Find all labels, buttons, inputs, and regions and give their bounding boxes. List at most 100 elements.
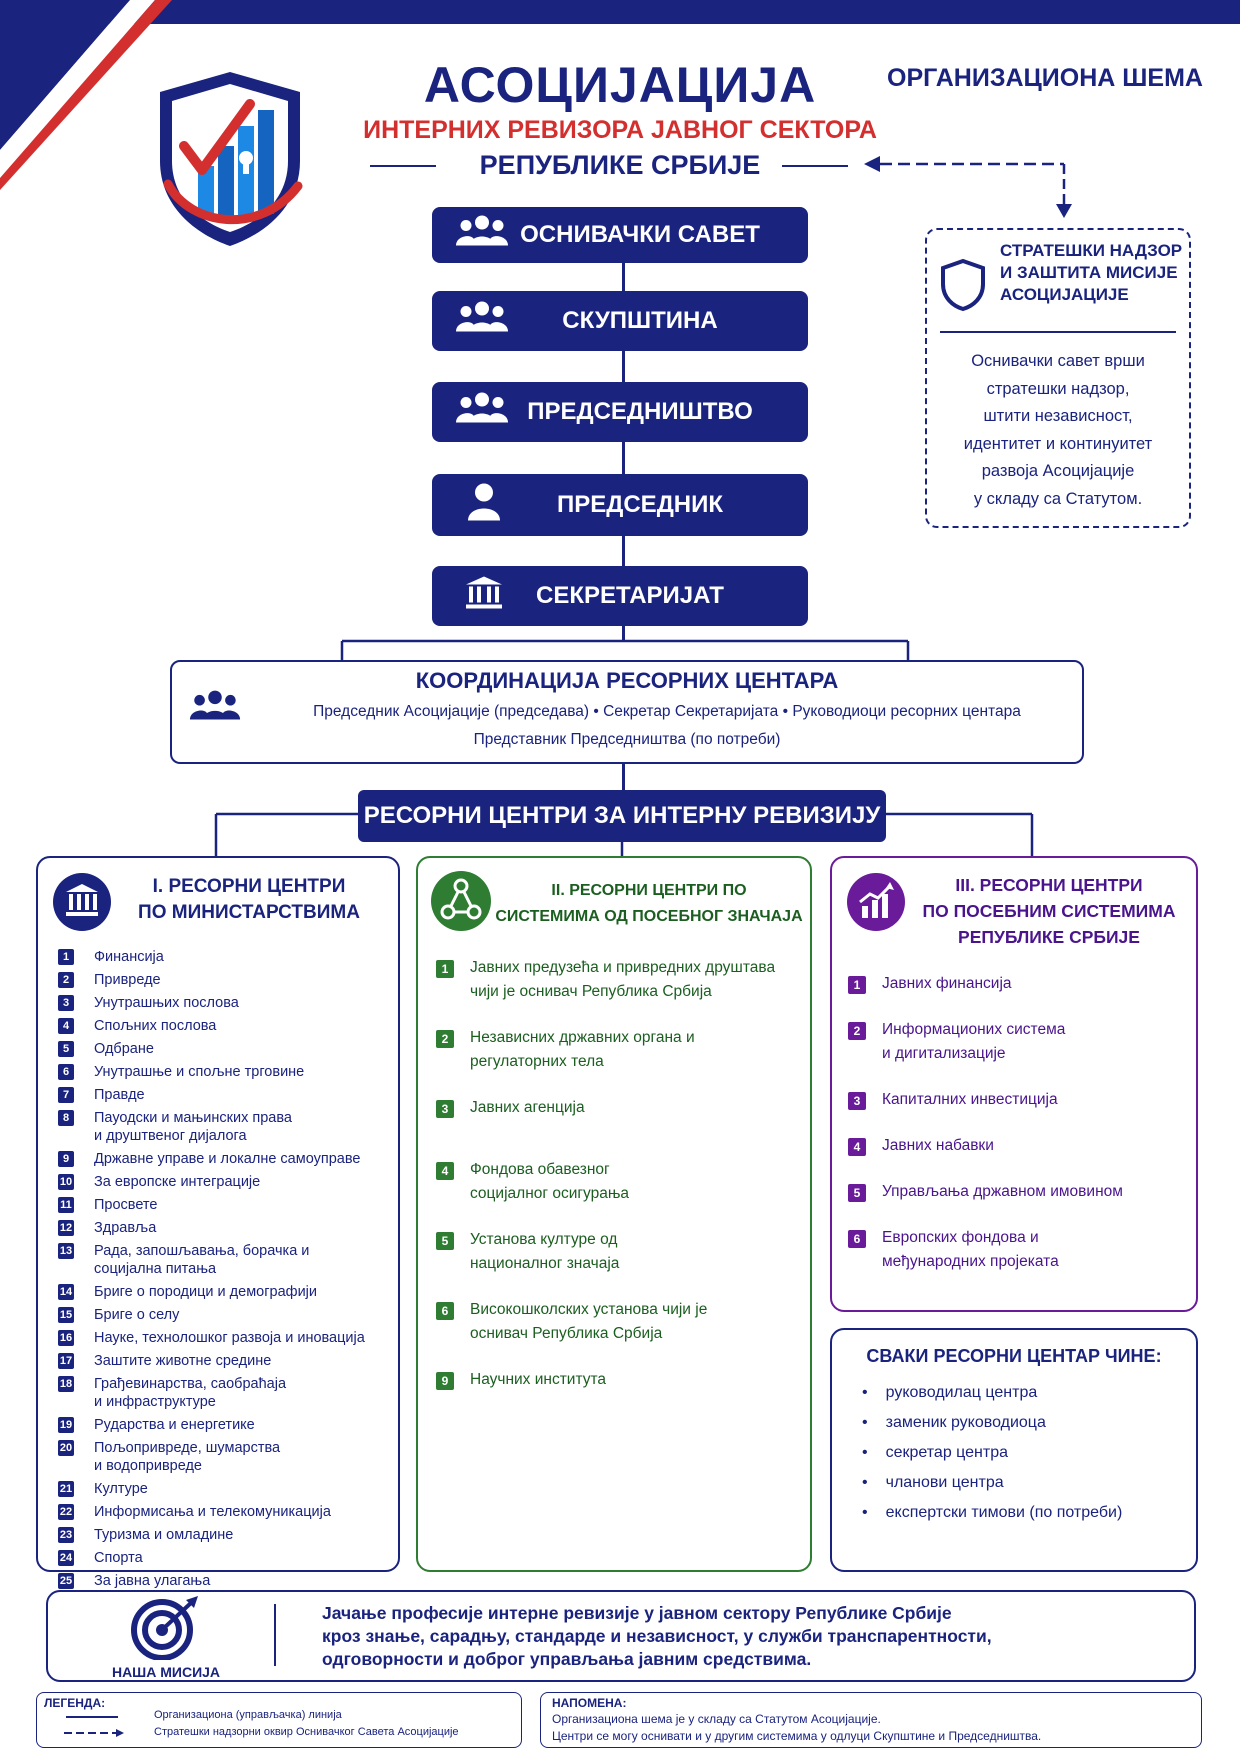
item-number-badge: 14 bbox=[58, 1284, 74, 1300]
item-number-badge: 5 bbox=[848, 1184, 866, 1202]
oversight-text-line: у складу са Статутом. bbox=[973, 489, 1143, 508]
item-label: Правде bbox=[94, 1086, 145, 1104]
oversight-text-line: Оснивачки савет врши bbox=[971, 352, 1145, 370]
item-label-line: социјалног осигурања bbox=[470, 1185, 630, 1202]
item-number-badge: 7 bbox=[58, 1087, 74, 1103]
column-title-line: I. РЕСОРНИ ЦЕНТРИ bbox=[152, 876, 346, 897]
item-label-line: Информационих система bbox=[882, 1021, 1066, 1038]
box-assembly[interactable]: СКУПШТИНА bbox=[432, 291, 808, 351]
member-label: чланови центра bbox=[885, 1474, 1004, 1491]
column-title-line: ПО МИНИСТАРСТВИМА bbox=[138, 902, 360, 923]
group-icon bbox=[454, 300, 510, 343]
oversight-text-line: развоја Асоцијације bbox=[981, 462, 1135, 480]
association-logo bbox=[160, 72, 303, 246]
item-label: Заштите животне средине bbox=[94, 1352, 271, 1370]
item-number-badge: 2 bbox=[848, 1022, 866, 1040]
note-line: Центри се могу оснивати и у другим систе… bbox=[552, 1729, 1042, 1743]
oversight-box bbox=[925, 228, 1191, 528]
column-republic-systems-title: III. РЕСОРНИ ЦЕНТРИ ПО ПОСЕБНИМ СИСТЕМИМ… bbox=[904, 872, 1194, 950]
item-number-badge: 1 bbox=[848, 976, 866, 994]
item-number-badge: 5 bbox=[436, 1232, 454, 1250]
group-icon bbox=[454, 391, 510, 434]
item-label-line: Просвете bbox=[94, 1197, 158, 1213]
item-label: Одбране bbox=[94, 1040, 154, 1058]
bullet-icon: • bbox=[862, 1504, 868, 1521]
item-label-line: Унутрашње и спољне трговине bbox=[94, 1064, 305, 1080]
item-label: Информисања и телекомуникација bbox=[94, 1503, 331, 1521]
coordination-line bbox=[622, 764, 625, 792]
item-label-line: Туризма и омладине bbox=[94, 1527, 234, 1543]
item-label-line: Пољопривреде, шумарства bbox=[94, 1440, 281, 1456]
column-title-line: ПО ПОСЕБНИМ СИСТЕМИМА bbox=[922, 901, 1176, 921]
box-secretariat[interactable]: СЕКРЕТАРИЈАТ bbox=[432, 566, 808, 626]
item-label-line: Установа културе од bbox=[470, 1231, 618, 1248]
item-label-line: чији је оснивач Република Србија bbox=[470, 983, 712, 1000]
item-label: Унутрашње и спољне трговине bbox=[94, 1063, 304, 1081]
bullet-icon: • bbox=[862, 1474, 868, 1491]
item-label: Управљања државном имовином bbox=[882, 1180, 1123, 1204]
mission-box bbox=[46, 1590, 1196, 1682]
column-ministries bbox=[36, 856, 400, 1572]
box-label: ОСНИВАЧКИ САВЕТ bbox=[520, 221, 760, 248]
item-label: Спорта bbox=[94, 1549, 143, 1567]
hierarchy-line bbox=[622, 262, 625, 642]
box-label: ПРЕДСЕДНИШТВО bbox=[527, 398, 753, 425]
item-number-badge: 5 bbox=[58, 1041, 74, 1057]
item-label: Финансија bbox=[94, 948, 164, 966]
mission-text-line: кроз знање, сарадњу, стандарде и независ… bbox=[322, 1626, 992, 1646]
bullet-icon: • bbox=[862, 1384, 868, 1401]
institution-icon bbox=[53, 873, 111, 931]
item-label: Привреде bbox=[94, 971, 161, 989]
item-label-line: Јавних агенција bbox=[470, 1099, 585, 1116]
item-label-line: Рада, запошљавања, борачка и bbox=[94, 1243, 310, 1259]
mission-label: НАША МИСИЈА bbox=[111, 1664, 221, 1680]
item-number-badge: 6 bbox=[58, 1064, 74, 1080]
item-label-line: Пауодски и мањинских права bbox=[94, 1110, 292, 1126]
member-item: • чланови центра bbox=[862, 1474, 1004, 1492]
column-republic-systems bbox=[830, 856, 1198, 1312]
item-label: Европских фондова и међународних пројекат… bbox=[882, 1226, 1059, 1274]
box-founding-council[interactable]: ОСНИВАЧКИ САВЕТ bbox=[432, 207, 808, 263]
item-label: Капиталних инвестиција bbox=[882, 1088, 1058, 1112]
item-label-line: Фондова обавезног bbox=[470, 1161, 610, 1178]
box-presidency[interactable]: ПРЕДСЕДНИШТВО bbox=[432, 382, 808, 442]
item-number-badge: 24 bbox=[58, 1550, 74, 1566]
item-label-line: Спорта bbox=[94, 1550, 143, 1566]
member-item: •експертски тимови (по потреби) bbox=[862, 1504, 1122, 1522]
member-item: •заменик руководиоца bbox=[862, 1414, 1046, 1432]
column-special-systems bbox=[416, 856, 812, 1572]
item-label-line: Правде bbox=[94, 1087, 145, 1103]
item-number-badge: 15 bbox=[58, 1307, 74, 1323]
box-president[interactable]: ПРЕДСЕДНИК bbox=[432, 474, 808, 536]
legend-box bbox=[36, 1692, 522, 1748]
item-label: Јавних набавки bbox=[882, 1134, 994, 1158]
item-number-badge: 1 bbox=[436, 960, 454, 978]
item-number-badge: 6 bbox=[436, 1302, 454, 1320]
oversight-text: Оснивачки савет врши стратешки надзор, ш… bbox=[940, 348, 1176, 513]
note-line: Организациона шема је у складу са Статут… bbox=[552, 1712, 881, 1726]
oversight-divider bbox=[940, 331, 1176, 333]
mission-divider bbox=[274, 1604, 276, 1666]
item-label-line: Научних института bbox=[470, 1371, 607, 1388]
decorative-stripes bbox=[0, 0, 172, 190]
oversight-title: СТРАТЕШКИ НАДЗОР И ЗАШТИТА МИСИЈЕ АСОЦИЈ… bbox=[1000, 240, 1185, 306]
title-rule-right bbox=[782, 165, 848, 167]
item-label-line: међународних пројеката bbox=[882, 1253, 1059, 1270]
item-number-badge: 9 bbox=[58, 1151, 74, 1167]
item-label: Научних института bbox=[470, 1368, 606, 1392]
box-label: СКУПШТИНА bbox=[562, 307, 718, 334]
item-label-line: и дигитализације bbox=[882, 1045, 1006, 1062]
item-number-badge: 4 bbox=[436, 1162, 454, 1180]
coordination-box bbox=[170, 660, 1084, 764]
item-label: Информационих система и дигитализације bbox=[882, 1018, 1065, 1066]
item-label-line: Бриге о породици и демографији bbox=[94, 1284, 318, 1300]
item-label-line: Европских фондова и bbox=[882, 1229, 1039, 1246]
members-box bbox=[830, 1328, 1198, 1572]
item-label: Државне управе и локалне самоуправе bbox=[94, 1150, 360, 1168]
item-number-badge: 25 bbox=[58, 1573, 74, 1589]
member-label: заменик руководиоца bbox=[885, 1414, 1046, 1431]
item-number-badge: 3 bbox=[436, 1100, 454, 1118]
